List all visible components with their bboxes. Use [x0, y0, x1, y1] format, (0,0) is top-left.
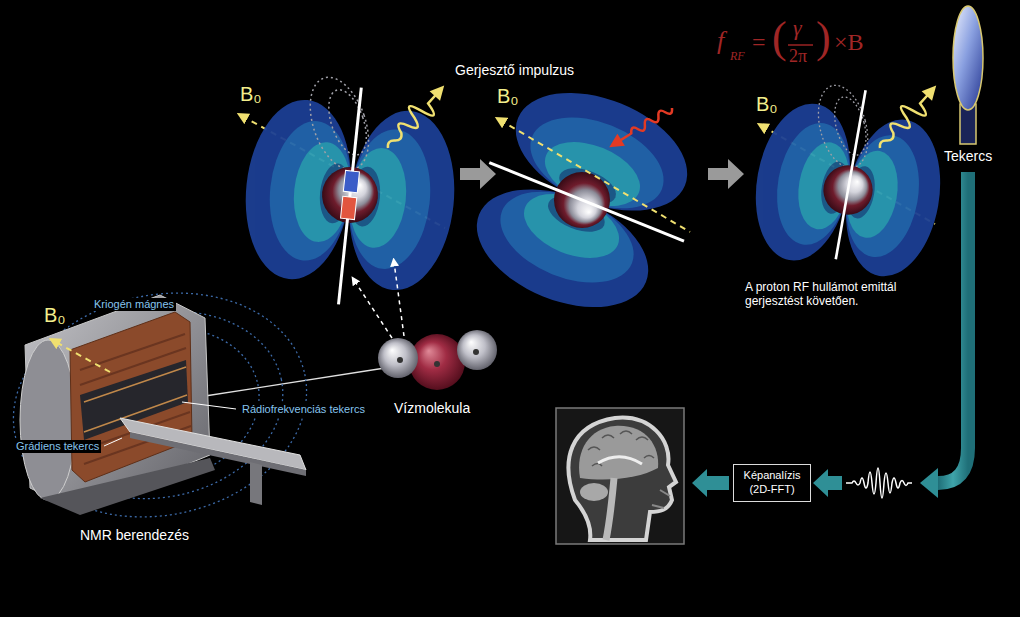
mri-image — [568, 418, 676, 540]
proton-excitation — [500, 120, 690, 232]
signal-pipe — [938, 172, 968, 483]
caption-label: NMR berendezés — [80, 527, 189, 544]
nmr-scanner — [70, 312, 192, 482]
proton-spin — [379, 78, 453, 156]
proton-excitation — [450, 66, 723, 338]
formula-subscript: RF — [730, 50, 745, 62]
proton-emission — [744, 66, 957, 284]
proton-emission — [871, 78, 945, 156]
formula-symbol: γ — [793, 17, 802, 39]
proton-excitation — [460, 70, 705, 330]
proton-spin — [235, 60, 466, 315]
mri-image — [598, 457, 642, 464]
mri-image — [580, 483, 608, 501]
nmr-scanner — [40, 458, 215, 515]
flow-arrow — [813, 469, 842, 497]
formula-symbol: ×B — [834, 30, 864, 54]
nmr-scanner — [104, 438, 122, 446]
water-molecule — [457, 330, 497, 370]
field-label: B₀ — [42, 303, 68, 327]
part-label: Rádiofrekvenciás tekercs — [240, 403, 367, 416]
part-label: Kriogén mágnes — [92, 298, 176, 311]
mri-image — [556, 408, 684, 544]
proton-spin — [339, 88, 362, 305]
water-molecule — [397, 357, 403, 363]
note-text: A proton RF hullámot emittál gerjesztést… — [745, 280, 930, 309]
mri-image — [652, 490, 670, 508]
proton-spin — [235, 60, 466, 315]
step-arrow — [708, 159, 744, 189]
proton-spin — [343, 170, 359, 192]
mri-image — [606, 478, 614, 540]
nmr-scanner — [130, 432, 306, 476]
water-molecule — [394, 262, 404, 336]
proton-emission — [744, 66, 957, 284]
formula-symbol: f — [717, 28, 724, 54]
water-molecule — [473, 349, 479, 355]
water-molecule — [354, 280, 392, 338]
fid-signal — [846, 468, 912, 498]
mri-image — [579, 426, 658, 480]
flow-arrow — [692, 469, 729, 497]
nmr-scanner — [20, 340, 76, 500]
water-molecule — [434, 361, 440, 367]
signal-pipe — [920, 172, 968, 498]
formula-bracket: ( — [772, 16, 787, 60]
proton-emission — [836, 90, 866, 259]
field-label: B₀ — [756, 92, 778, 116]
proton-excitation — [617, 105, 674, 145]
field-label: B₀ — [497, 84, 519, 108]
water-molecule — [378, 338, 418, 378]
receiver-coil — [953, 6, 983, 110]
formula-symbol: = — [752, 30, 766, 54]
box-text: Képanalízis (2D-FFT) — [737, 469, 807, 497]
part-label: Vízmolekula — [394, 400, 470, 417]
nmr-scanner — [182, 402, 236, 409]
proton-spin — [299, 70, 379, 178]
proton-spin — [341, 196, 357, 219]
process-box: Képanalízis (2D-FFT) — [733, 464, 811, 502]
proton-excitation — [788, 44, 813, 46]
water-molecule — [205, 368, 385, 396]
part-label: Tekercs — [944, 148, 992, 165]
proton-excitation — [606, 134, 625, 153]
mri-image — [588, 431, 654, 466]
receiver-coil — [953, 6, 983, 144]
proton-emission — [829, 94, 872, 159]
proton-excitation — [606, 102, 676, 153]
part-label: Grádiens tekercs — [14, 440, 101, 453]
proton-excitation — [489, 163, 684, 242]
nmr-scanner — [250, 462, 262, 505]
formula-symbol: 2π — [789, 47, 807, 65]
field-label: B₀ — [240, 82, 262, 106]
formula-bracket: ) — [816, 16, 831, 60]
nmr-scanner — [54, 341, 110, 372]
nmr-scanner — [120, 418, 306, 470]
mri-image — [556, 408, 684, 544]
signal-pipe — [920, 468, 938, 498]
proton-spin — [321, 85, 373, 160]
step-label: Gerjesztő impulzus — [455, 62, 574, 79]
water-molecule — [205, 262, 497, 396]
